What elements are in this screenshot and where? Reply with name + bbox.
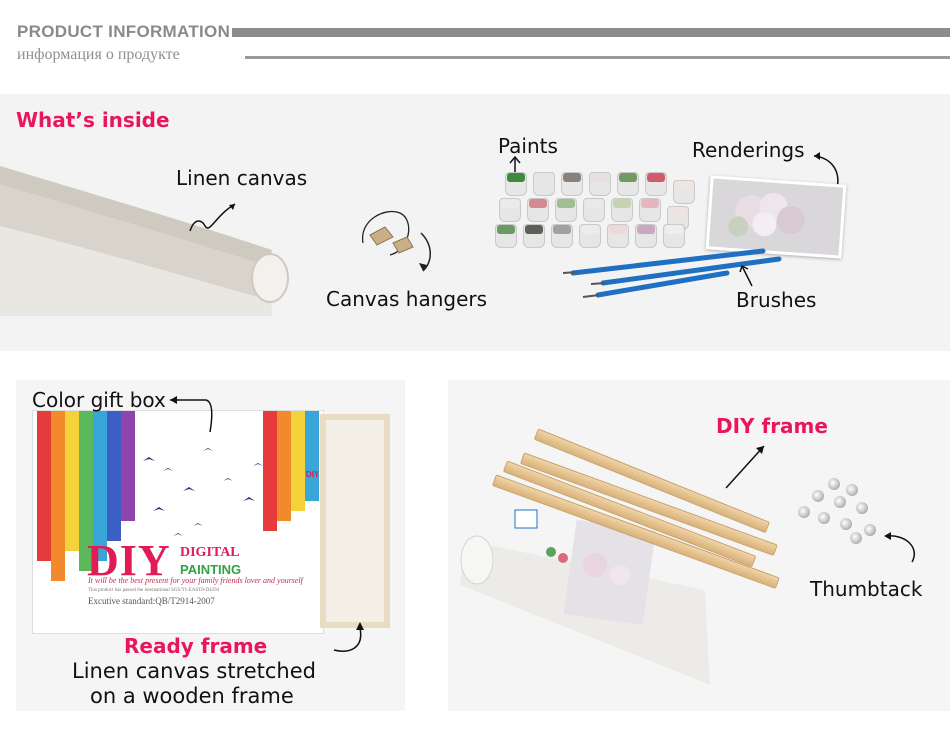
rendering-image [705,175,847,259]
renderings-label: Renderings [692,138,805,162]
arrow-icon [333,622,364,652]
ready-frame-label: Ready frame [124,634,268,658]
box-diy-text: DIY [87,536,171,585]
box-small-print: This product has passed the internationa… [88,588,220,593]
brushes-label: Brushes [736,288,817,312]
paint-pots-image [493,170,698,258]
arrow-icon [739,264,753,287]
header-subtitle: информация о продукте [17,46,180,63]
linen-canvas-label: Linen canvas [176,166,308,190]
thumbtack-label: Thumbtack [810,577,923,601]
brushes-image [563,248,782,298]
box-painting-text: PAINTING [180,562,242,577]
header-title: PRODUCT INFORMATION [17,22,231,41]
arrow-icon [189,203,236,232]
canvas-hangers-label: Canvas hangers [326,287,488,311]
box-tagline: It will be the best present for your fam… [88,576,303,585]
header-divider-thin [245,56,950,59]
arrow-icon [725,445,765,489]
diy-frame-label: DIY frame [716,414,828,438]
box-digital-text: DIGITAL [180,545,240,560]
box-side-diy: DIY [306,470,320,479]
ready-frame-image [320,414,390,628]
color-gift-box-label: Color gift box [32,388,166,412]
ready-frame-desc-line1: Linen canvas stretched [72,659,316,683]
linen-canvas-image [0,166,289,316]
header-divider-thick [232,28,950,37]
box-standard: Excutive standard:QB/T2914-2007 [88,596,215,606]
thumbtacks-image [790,474,880,544]
ready-frame-desc-line2: on a wooden frame [90,684,294,708]
rolled-canvas-with-kit-image [460,509,710,685]
color-gift-box-image [32,410,324,634]
paints-label: Paints [498,134,558,158]
arrow-icon [170,396,213,433]
arrow-icon [884,532,915,563]
section-title: What’s inside [16,108,170,132]
canvas-hangers-image [362,211,431,272]
birds-illustration [143,448,263,536]
